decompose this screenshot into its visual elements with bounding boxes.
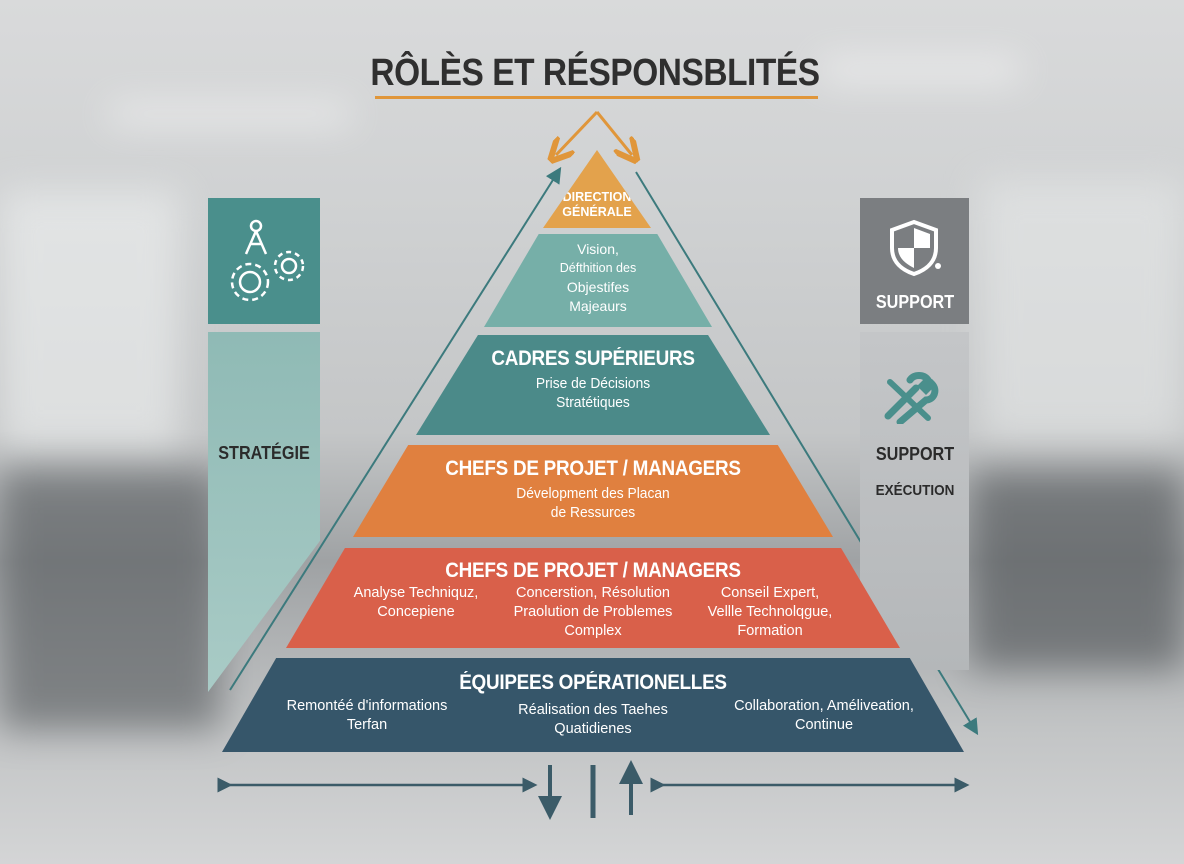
execution-label: EXÉCUTION [875, 482, 955, 499]
background-light [110, 105, 350, 123]
tier3-line2: Stratétiques [556, 394, 630, 411]
tier3-line1: Prise de Décisions [535, 375, 651, 392]
background-chairs [0, 470, 220, 730]
tier3-heading: CADRES SUPÉRIEURS [491, 347, 695, 370]
background-window [980, 180, 1184, 440]
tier6-col2: Réalisation des Taehes Quatidienes [518, 702, 668, 737]
tier6-col1: Remontéé d'informations Terfan [286, 698, 448, 733]
page-title: RÔLÈS ET RÉSPONSBLITÉS [370, 52, 820, 94]
left-side-arrow [229, 166, 562, 691]
tier4-heading: CHEFS DE PROJET / MANAGERS [445, 457, 741, 480]
wrench-icon [884, 372, 939, 424]
compass-gears-icon [230, 219, 305, 302]
tier4-line2: de Ressurces [550, 504, 636, 521]
tier5-col3: Conseil Expert, Vellle Technolqgue, Form… [707, 585, 833, 639]
support-icon-box [860, 198, 969, 324]
tier-chefs-projet-2: CHEFS DE PROJET / MANAGERS Analyse Techn… [286, 548, 900, 648]
tier-chefs-projet-1: CHEFS DE PROJET / MANAGERS Dévelopment d… [353, 445, 833, 537]
tier-equipes-operationnelles: ÉQUIPEES OPÉRATIONELLES Remontéé d'infor… [222, 658, 964, 752]
tier5-col1: Analyse Techniquz, Concepiene [353, 585, 479, 620]
bottom-arrows [217, 760, 970, 820]
tier1-line2: GÉNÉRALE [562, 205, 632, 219]
tier2-line1: Vision, [577, 241, 619, 257]
tier2-line2: Défthition des [559, 261, 637, 275]
tier2-line3: Objestifes [566, 279, 630, 295]
tier6-heading: ÉQUIPEES OPÉRATIONELLES [459, 671, 727, 694]
background-light [820, 60, 1020, 80]
shield-icon [890, 219, 941, 277]
background-chairs [970, 470, 1184, 670]
tier-cadres-superieurs: CADRES SUPÉRIEURS Prise de Décisions Str… [416, 335, 770, 435]
tier4-line1: Dévelopment des Placan [516, 485, 670, 502]
tier6-col3: Collaboration, Améliveation, Continue [734, 698, 914, 733]
tier5-heading: CHEFS DE PROJET / MANAGERS [445, 559, 741, 582]
title-underline [375, 96, 818, 99]
support-top-label: SUPPORT [875, 292, 955, 312]
tier5-col2: Concerstion, Résolution Praolution de Pr… [513, 585, 673, 639]
tier1-line1: DIRECTION [562, 190, 632, 204]
strategy-label: STRATÉGIE [218, 443, 310, 463]
background-window [0, 190, 180, 450]
tier2-line4: Majeaurs [569, 298, 627, 314]
support-bottom-label: SUPPORT [875, 444, 955, 464]
top-orange-arrows [556, 110, 632, 155]
